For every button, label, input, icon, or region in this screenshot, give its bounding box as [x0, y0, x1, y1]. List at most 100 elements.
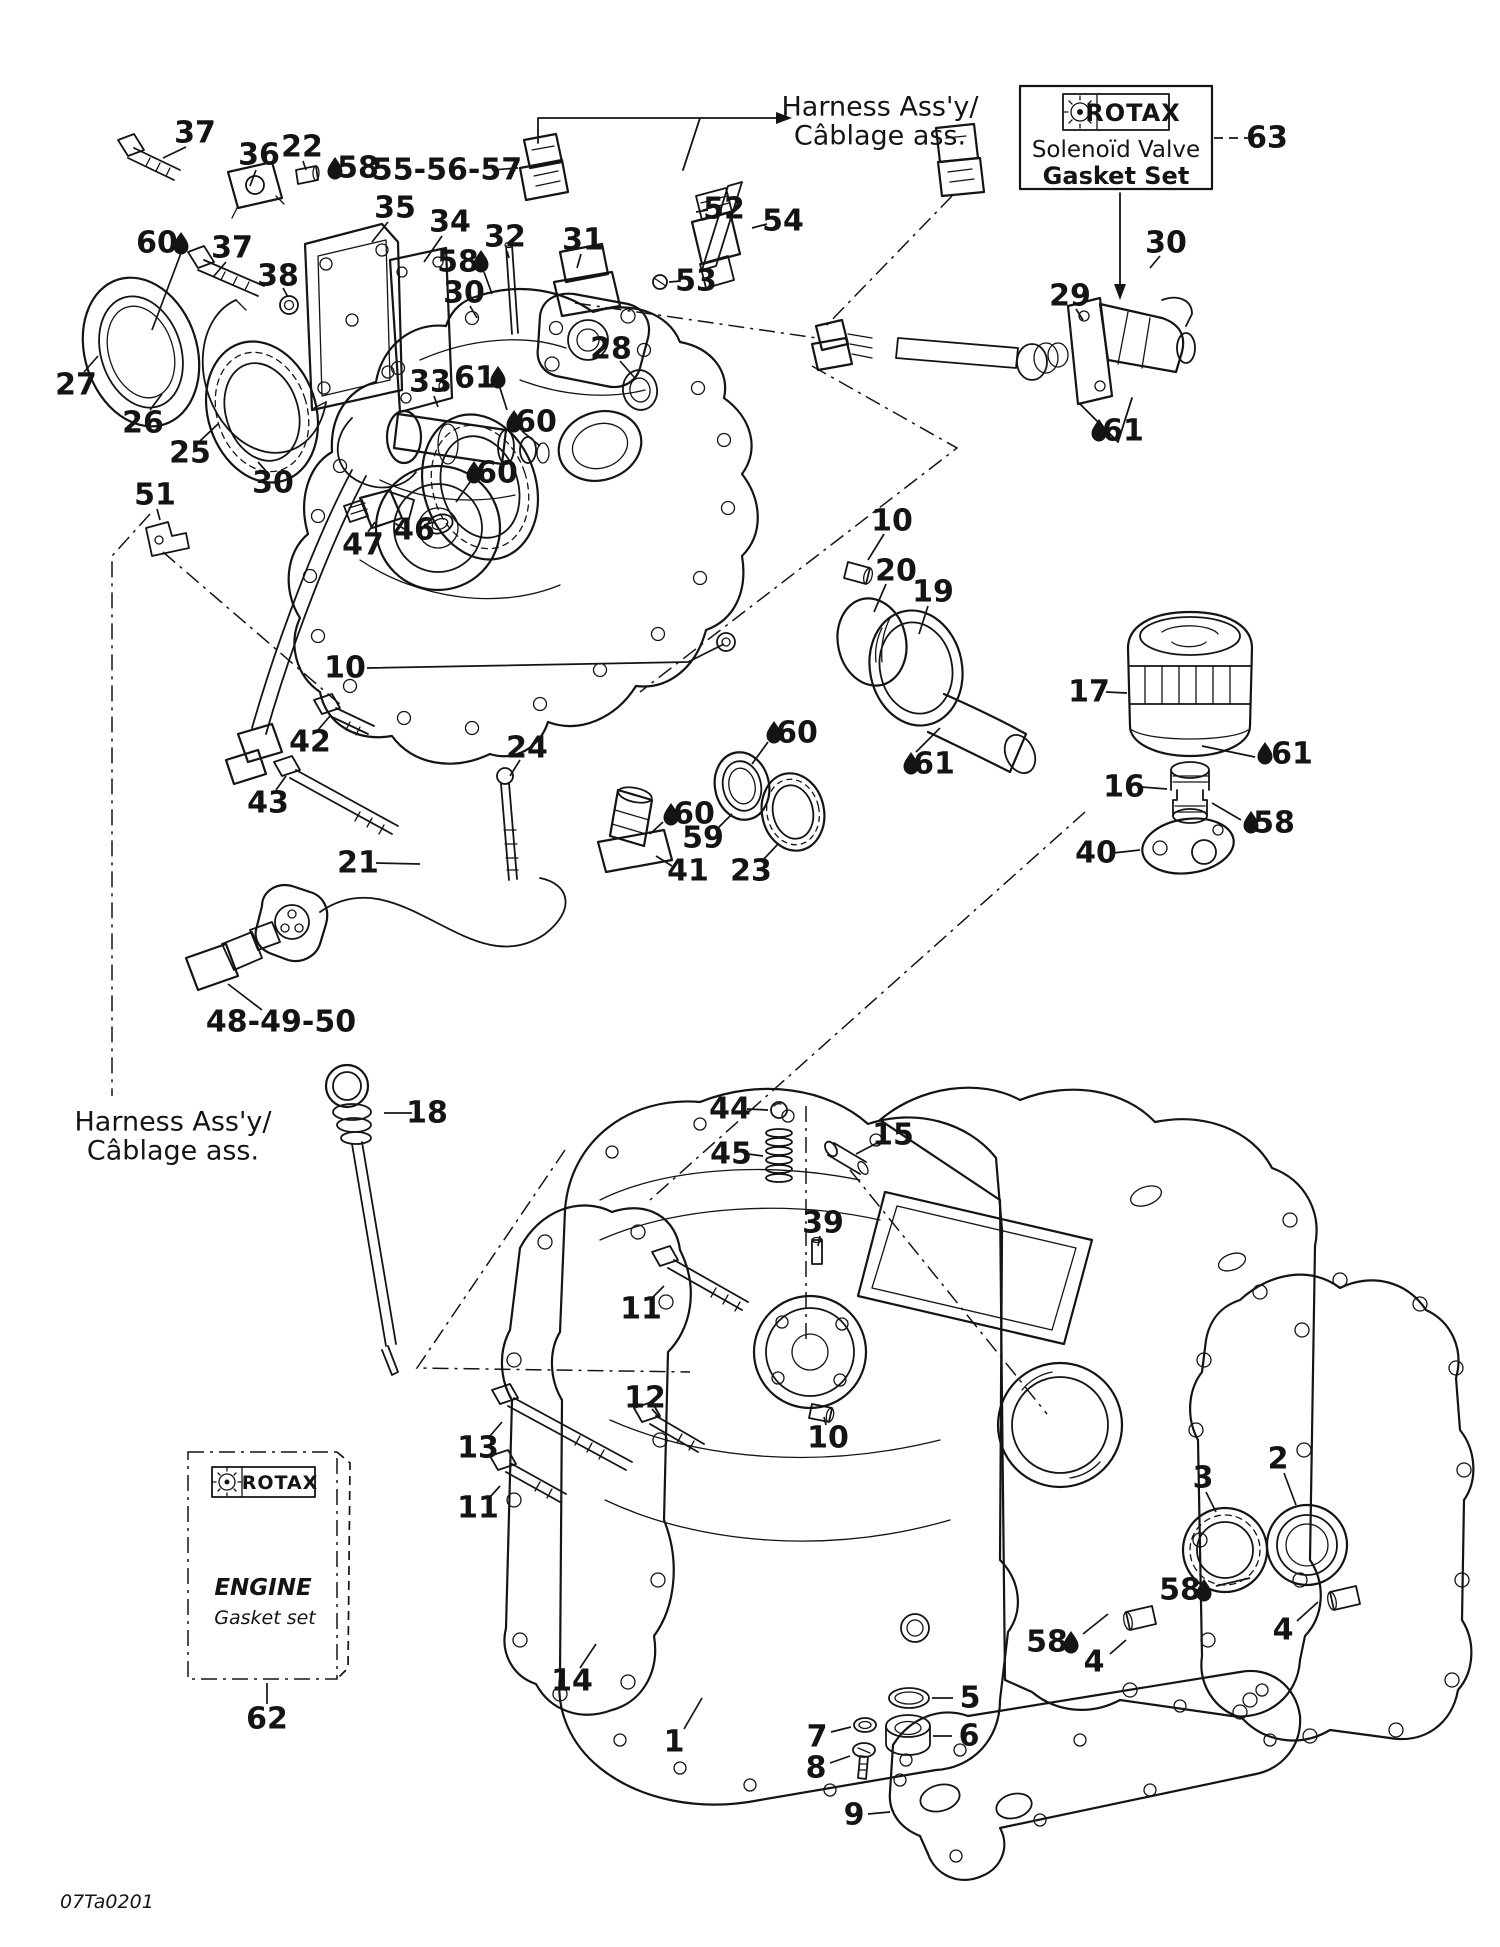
spring-45 [765, 1128, 793, 1183]
lubricant-drop-icon [1257, 742, 1273, 765]
callout-42: 42 [289, 715, 331, 760]
leader-line [1075, 308, 1084, 321]
callout-number: 15 [872, 1118, 914, 1153]
callout-60: 60 [506, 405, 557, 447]
callout-58: 58 [1026, 1613, 1109, 1660]
callout-number: 58 [1253, 806, 1295, 841]
callout-number: 55-56-57 [372, 153, 522, 188]
callout-32: 32 [484, 220, 526, 259]
callout-16: 16 [1103, 770, 1168, 805]
callout-number: 34 [429, 205, 471, 240]
pin-15 [824, 1140, 869, 1175]
bolt-24 [496, 767, 519, 881]
leader-line [1283, 1472, 1297, 1506]
leader-line [751, 741, 769, 765]
leader-line [227, 983, 263, 1011]
lubricant-drop-icon [466, 461, 482, 484]
callout-number: 25 [169, 436, 211, 471]
callout-54: 54 [751, 204, 804, 239]
callout-26: 26 [122, 393, 164, 441]
leader-line [855, 1142, 878, 1155]
leader-line [829, 1755, 851, 1764]
callout-47: 47 [342, 521, 384, 563]
leader-line [817, 1235, 821, 1247]
leader-line [156, 508, 161, 521]
callout-number: 6 [959, 1719, 980, 1754]
leader-line [469, 305, 478, 319]
output-shaft-19 [868, 609, 1037, 774]
leader-line [1109, 1639, 1127, 1655]
callout-37: 37 [162, 116, 216, 159]
dipstick-18 [324, 1063, 399, 1376]
callout-number: 27 [55, 368, 97, 403]
callout-3: 3 [1193, 1461, 1217, 1513]
callout-number: 45 [710, 1137, 752, 1172]
oil-filter-17 [1126, 610, 1254, 758]
engine-box-title: ENGINE [214, 1575, 312, 1601]
callout-7: 7 [807, 1720, 852, 1755]
washer-7 [853, 1717, 877, 1733]
callout-number: 17 [1068, 675, 1110, 710]
callout-5: 5 [932, 1681, 980, 1716]
leader-line [915, 727, 941, 753]
bolt-12 [633, 1401, 705, 1453]
callout-20: 20 [873, 554, 917, 613]
lubricant-drop-icon [1063, 1631, 1079, 1654]
callout-30: 30 [1145, 226, 1187, 269]
leader-line [830, 1726, 852, 1733]
callout-number: 10 [807, 1421, 849, 1456]
leader-line [433, 395, 439, 408]
harness-label-left-line1: Harness Ass'y/ [74, 1107, 272, 1138]
callout-23: 23 [730, 843, 779, 889]
leader-line [249, 169, 257, 187]
leader-line [619, 360, 635, 378]
callout-number: 54 [762, 204, 804, 239]
lubricant-drop-icon [173, 232, 189, 255]
solenoid-box-title: Solenoïd Valve [1032, 137, 1200, 163]
leader-line [579, 1643, 597, 1669]
o-ring-5 [888, 1687, 930, 1709]
callout-10: 10 [807, 1416, 849, 1456]
callout-46: 46 [393, 513, 435, 548]
leader-line [317, 715, 331, 731]
leader-line [489, 1421, 503, 1437]
leader-line [651, 1408, 661, 1419]
callout-number: 19 [912, 575, 954, 610]
callout-35: 35 [371, 191, 416, 243]
callout-61: 61 [903, 727, 955, 782]
leader-line [867, 1811, 891, 1815]
o-ring-20 [836, 597, 908, 687]
gasket-34 [388, 246, 454, 414]
construction-lines [111, 195, 1086, 1415]
leader-line [151, 252, 182, 331]
callout-number: 20 [875, 554, 917, 589]
callout-number: 4 [1084, 1645, 1105, 1680]
leader-line [655, 855, 673, 867]
leader-line [455, 481, 471, 503]
callout-number: 28 [590, 332, 632, 367]
callout-60: 60 [455, 456, 518, 503]
callout-8: 8 [806, 1751, 851, 1786]
leader-line [751, 223, 768, 229]
callout-27: 27 [55, 355, 99, 403]
callout-number: 10 [871, 504, 913, 539]
harness-arrow [537, 112, 792, 171]
arrowhead-icon [1114, 284, 1126, 300]
dowel-pin-10-upper [843, 561, 874, 585]
leader-line [199, 423, 219, 442]
bracket-54 [701, 181, 743, 271]
callout-28: 28 [590, 332, 635, 378]
leader-line [149, 393, 163, 411]
callout-number: 7 [807, 1720, 828, 1755]
callout-63: 63 [1246, 121, 1288, 156]
solenoid-box-subtitle: Gasket Set [1043, 162, 1190, 190]
callout-9: 9 [844, 1798, 891, 1833]
solenoid-gasket-set-box: ROTAX Solenoïd Valve Gasket Set [1018, 84, 1248, 300]
callout-number: 5 [960, 1681, 981, 1716]
callout-14: 14 [551, 1643, 597, 1699]
callout-number: 4 [1273, 1613, 1294, 1648]
leader-line [649, 821, 664, 835]
callout-number: 53 [675, 264, 717, 299]
callout-61: 61 [1091, 414, 1144, 449]
